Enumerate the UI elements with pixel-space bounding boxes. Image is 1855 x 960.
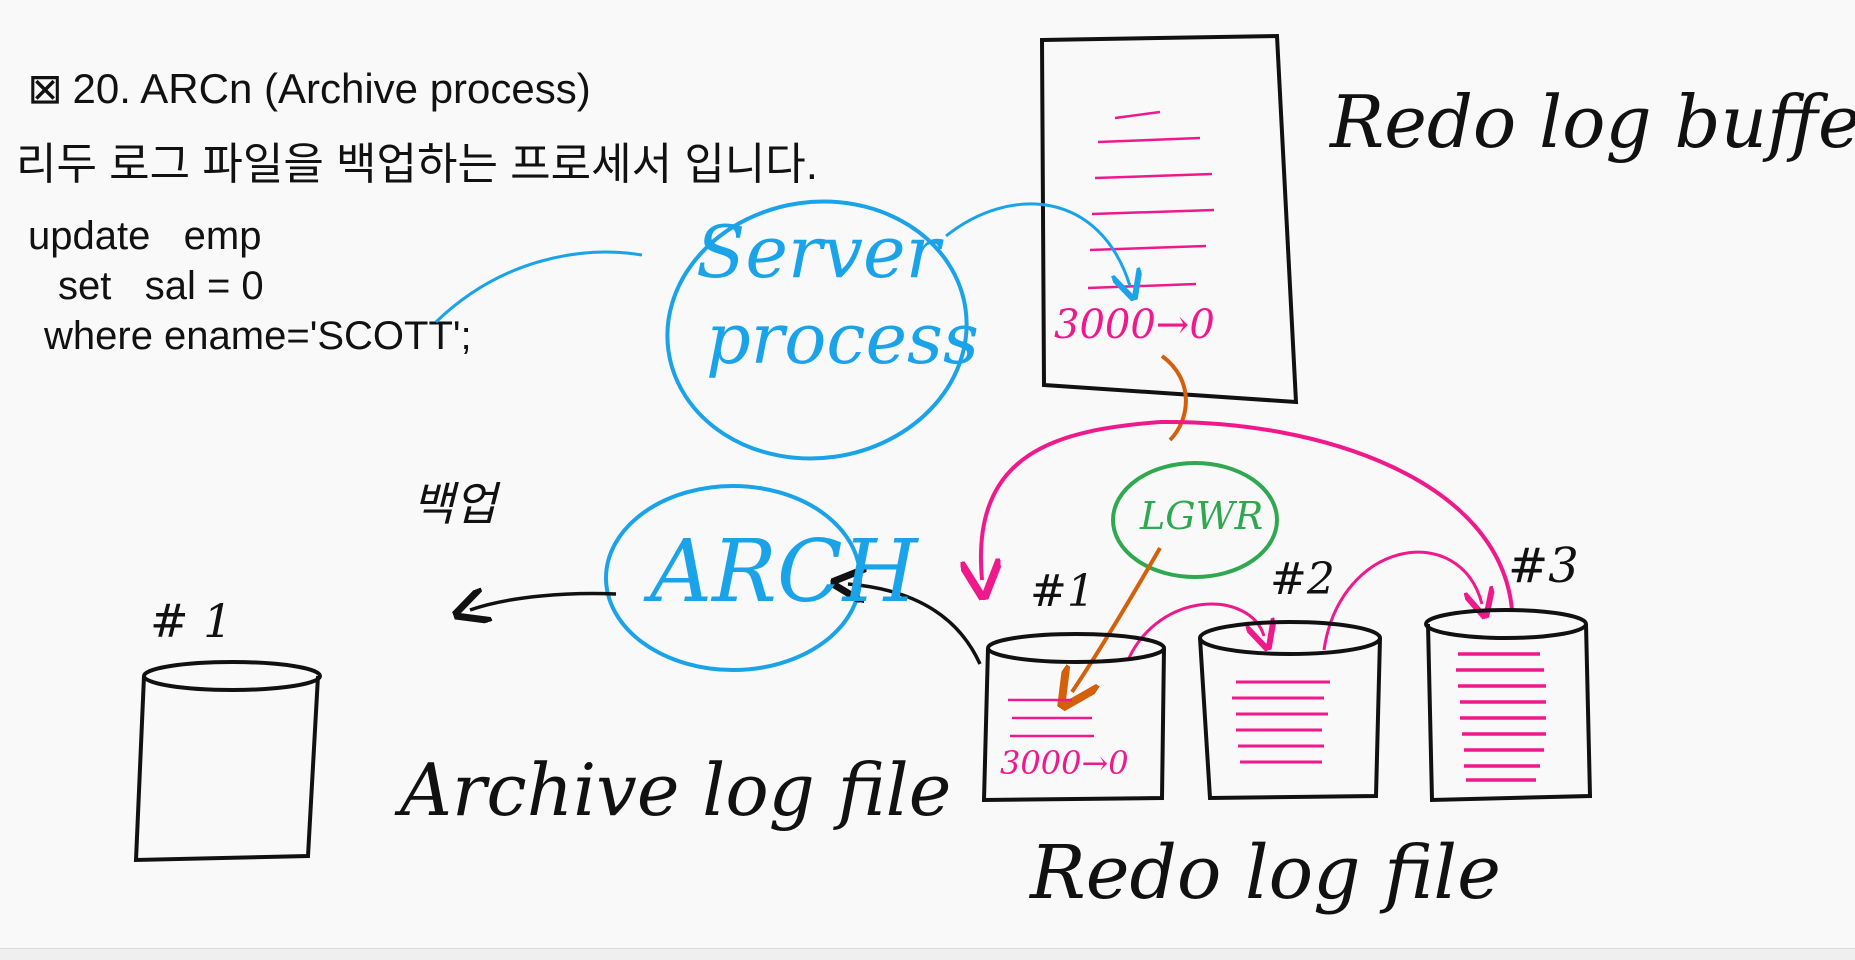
code-line-3: where ename='SCOTT'; (44, 314, 472, 358)
process-label: process (706, 298, 979, 380)
buffer-change-label: 3000→0 (1054, 302, 1215, 348)
title-text: 20. ARCn (Archive process) (72, 65, 591, 112)
page-title: ⊠20. ARCn (Archive process) (4, 16, 591, 113)
file1-number: #1 (1030, 566, 1095, 617)
file3-loop-arrow (1159, 419, 1514, 611)
archive-log-file-label: Archive log file (400, 748, 952, 832)
arch-label: ARCH (650, 522, 918, 622)
code-line-1: update emp (28, 214, 262, 258)
redo-log-file-2 (1198, 620, 1382, 801)
server-process-circle (434, 199, 1130, 461)
redo-log-buffer (1039, 33, 1299, 405)
server-label: Server (696, 210, 941, 294)
status-bar (0, 948, 1855, 960)
file3-number: #3 (1508, 538, 1579, 594)
lgwr-to-file1-arrow (1072, 547, 1162, 692)
file2-number: #2 (1270, 554, 1335, 605)
file1-to-arch-arrow (848, 584, 982, 665)
redo-log-file-3 (1424, 608, 1593, 803)
lgwr-circle (1111, 461, 1279, 579)
archive-file-number: # 1 (150, 594, 233, 648)
file2-to-file3-arrow (1322, 550, 1482, 651)
redo-log-file-label: Redo log file (1030, 830, 1501, 916)
checkbox-square-icon: ⊠ (27, 64, 63, 113)
redo-log-file-1 (981, 632, 1166, 803)
code-line-2: set sal = 0 (58, 264, 264, 308)
arch-to-archive-arrow (470, 594, 617, 610)
subtitle: 리두 로그 파일을 백업하는 프로세서 입니다. (16, 140, 818, 189)
lgwr-label: LGWR (1140, 494, 1264, 538)
file-change-label: 3000→0 (1000, 744, 1129, 782)
backup-label: 백업 (412, 477, 497, 531)
buffer-to-file1-arrow (981, 420, 1161, 580)
archive-log-file-cylinder (133, 660, 322, 863)
buffer-entries (1087, 110, 1215, 290)
buffer-to-lgwr-arrow (1160, 354, 1188, 442)
redo-log-buffer-label: Redo log buffer (1330, 80, 1855, 164)
